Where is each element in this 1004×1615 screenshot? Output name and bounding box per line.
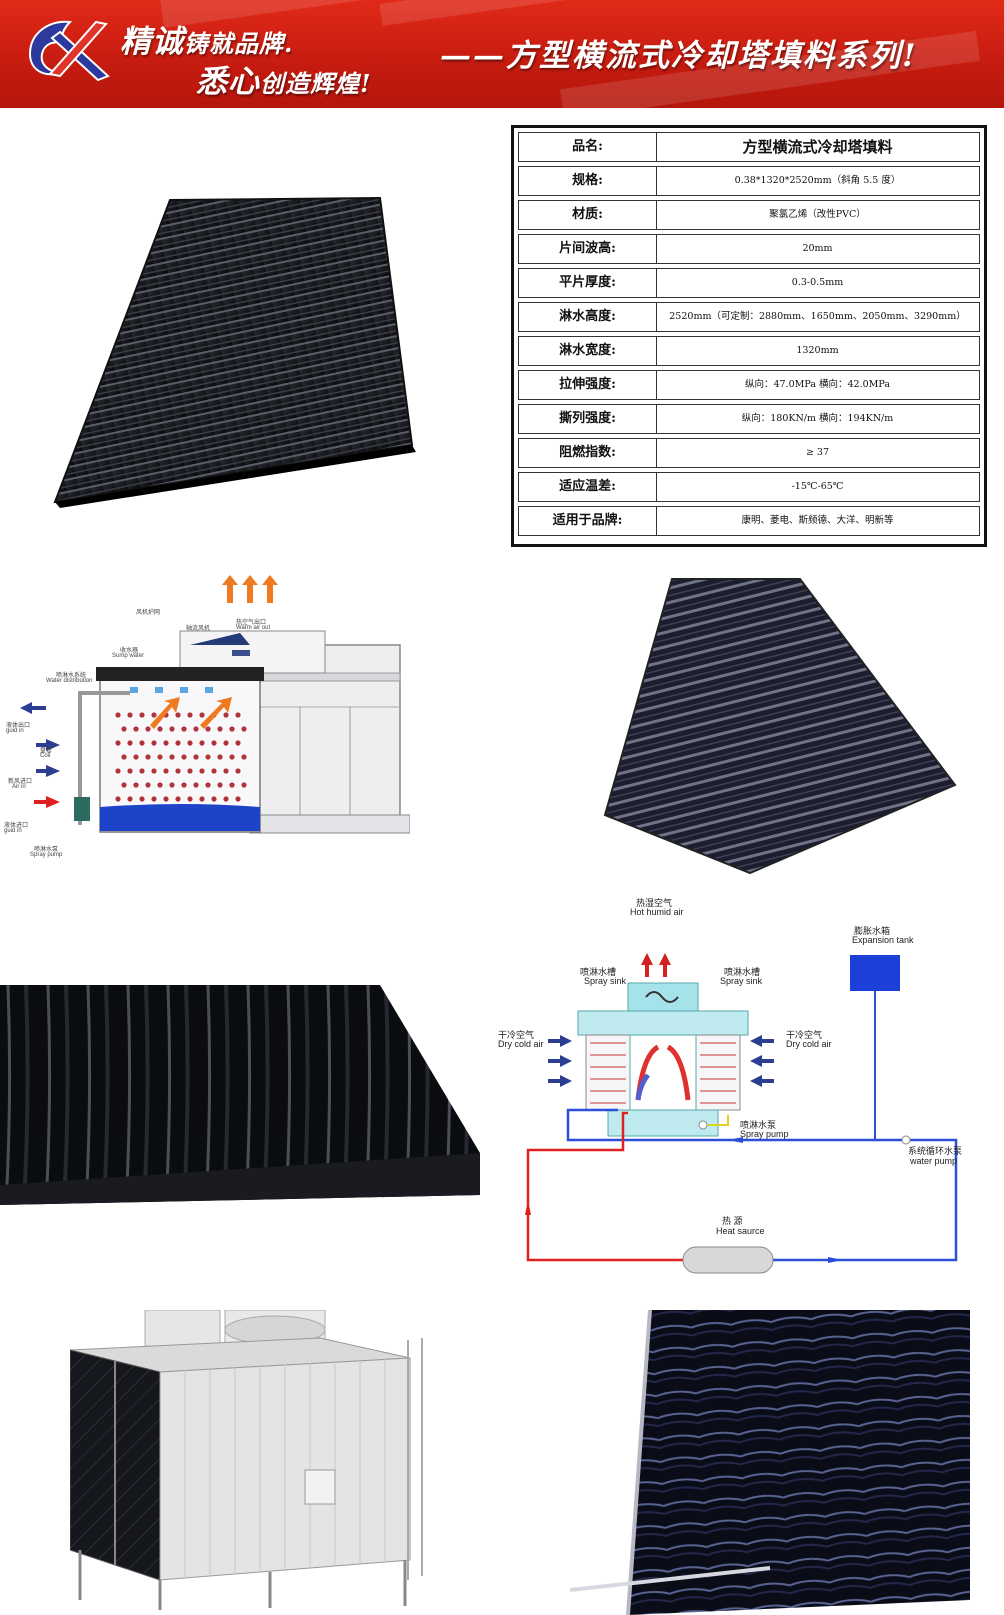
label-dry-air-right-en: Dry cold air bbox=[786, 1039, 832, 1049]
spec-key: 适应温差: bbox=[519, 473, 657, 501]
spec-value: 0.3-0.5mm bbox=[791, 277, 844, 288]
label-hot-air-en: Hot humid air bbox=[630, 907, 684, 917]
label-warm-air-cn: 热空气出口 bbox=[236, 620, 267, 626]
spec-row: 淋水宽度: 1320mm bbox=[518, 336, 980, 366]
label-fan: 轴流风机 bbox=[186, 626, 211, 632]
spec-value: 20mm bbox=[802, 243, 833, 254]
label-dry-air-left-cn: 干冷空气 bbox=[498, 1030, 535, 1040]
spec-value: 纵向：180KN/m 横向：194KN/m bbox=[741, 413, 894, 424]
label-fluid-out-cn: 液体出口 bbox=[6, 723, 31, 729]
fill-installed-closeup-photo bbox=[570, 1310, 970, 1615]
label-fan-guard: 风机护网 bbox=[136, 610, 161, 616]
spec-row: 适用于品牌: 康明、菱电、斯频德、大洋、明新等 bbox=[518, 506, 980, 536]
label-air-in-cn: 新风进口 bbox=[8, 779, 33, 785]
spec-row: 适应温差: -15℃-65℃ bbox=[518, 472, 980, 502]
spec-value: 方型横流式冷却塔填料 bbox=[742, 138, 893, 156]
label-spray-pump-en: Spray pump bbox=[740, 1129, 789, 1139]
spec-value: 聚氯乙烯（改性PVC） bbox=[769, 209, 866, 220]
spec-key: 撕列强度: bbox=[519, 405, 657, 433]
label-hot-air-cn: 热湿空气 bbox=[636, 898, 673, 908]
label-coil-en: Coil bbox=[40, 753, 51, 759]
label-sump-en: Sump water bbox=[112, 653, 145, 659]
brand-slogan-line1: 精诚铸就品牌. bbox=[120, 24, 294, 60]
spec-key: 规格: bbox=[519, 167, 657, 195]
label-sump-cn: 收水器 bbox=[120, 648, 139, 654]
label-spray-sink-right-cn: 喷淋水槽 bbox=[724, 967, 761, 977]
label-heat-source-cn: 热 源 bbox=[722, 1216, 743, 1226]
label-spray-sink-right-en: Spray sink bbox=[720, 976, 763, 986]
spec-key: 材质: bbox=[519, 201, 657, 229]
series-title: ——方型横流式冷却塔填料系列! bbox=[440, 38, 918, 74]
label-water-dist-en: Water distribution bbox=[46, 678, 93, 684]
spec-value: 纵向：47.0MPa 横向：42.0MPa bbox=[744, 379, 891, 390]
brand-slogan-line2: 悉心创造辉煌! bbox=[196, 64, 372, 100]
label-spray-sink-left-en: Spray sink bbox=[584, 976, 627, 986]
label-expansion-cn: 膨胀水箱 bbox=[854, 926, 891, 936]
spec-key: 淋水宽度: bbox=[519, 337, 657, 365]
spec-row: 淋水高度: 2520mm（可定制：2880mm、1650mm、2050mm、329… bbox=[518, 302, 980, 332]
spec-row: 规格: 0.38*1320*2520mm（斜角 5.5 度） bbox=[518, 166, 980, 196]
spec-key: 阻燃指数: bbox=[519, 439, 657, 467]
label-fluid-in-cn: 液体进口 bbox=[4, 823, 29, 829]
cooling-tower-3d-render bbox=[70, 1310, 423, 1610]
label-circ-pump-cn: 系统循环水泵 bbox=[908, 1146, 963, 1156]
fill-sheet-photo-2 bbox=[603, 578, 957, 875]
label-water-dist-cn: 喷淋水系统 bbox=[56, 673, 87, 679]
spec-row: 拉伸强度: 纵向：47.0MPa 横向：42.0MPa bbox=[518, 370, 980, 400]
label-air-in-en: Air in bbox=[12, 784, 26, 790]
closed-circuit-system-diagram bbox=[525, 953, 958, 1274]
header-banner bbox=[0, 0, 1004, 108]
spec-value: 0.38*1320*2520mm（斜角 5.5 度） bbox=[734, 175, 901, 186]
label-spray-pump-cn: 喷淋水泵 bbox=[740, 1120, 777, 1130]
label-pump-en: Spray pump bbox=[30, 852, 63, 858]
spec-row: 平片厚度: 0.3-0.5mm bbox=[518, 268, 980, 298]
spec-key: 品名: bbox=[519, 133, 657, 161]
spec-row: 片间波高: 20mm bbox=[518, 234, 980, 264]
spec-row: 品名: 方型横流式冷却塔填料 bbox=[518, 132, 980, 162]
label-fluid-out-en: guid in bbox=[6, 728, 24, 734]
fill-sheet-photo-1 bbox=[53, 196, 416, 508]
spec-value: 康明、菱电、斯频德、大洋、明新等 bbox=[741, 515, 894, 526]
label-dry-air-left-en: Dry cold air bbox=[498, 1039, 544, 1049]
spec-key: 平片厚度: bbox=[519, 269, 657, 297]
spec-key: 片间波高: bbox=[519, 235, 657, 263]
spec-value: -15℃-65℃ bbox=[791, 481, 844, 492]
label-heat-source-en: Heat saurce bbox=[716, 1226, 765, 1236]
spec-row: 材质: 聚氯乙烯（改性PVC） bbox=[518, 200, 980, 230]
spec-key: 拉伸强度: bbox=[519, 371, 657, 399]
spec-table: 品名: 方型横流式冷却塔填料 规格: 0.38*1320*2520mm（斜角 5.5… bbox=[511, 125, 987, 547]
spec-value: ≥ 37 bbox=[805, 447, 830, 458]
label-circ-pump-en: water pump bbox=[910, 1156, 958, 1166]
company-logo bbox=[28, 20, 110, 82]
label-coil-cn: 盘管 bbox=[40, 748, 53, 754]
label-spray-sink-left-cn: 喷淋水槽 bbox=[580, 967, 617, 977]
cooling-tower-section-diagram bbox=[20, 575, 410, 834]
label-expansion-en: Expansion tank bbox=[852, 935, 914, 945]
label-fluid-in-en: guid in bbox=[4, 828, 22, 834]
spec-key: 淋水高度: bbox=[519, 303, 657, 331]
spec-row: 撕列强度: 纵向：180KN/m 横向：194KN/m bbox=[518, 404, 980, 434]
spec-value: 2520mm（可定制：2880mm、1650mm、2050mm、3290mm） bbox=[669, 311, 966, 322]
label-warm-air-en: Warm air out bbox=[236, 625, 271, 631]
spec-value: 1320mm bbox=[796, 345, 839, 356]
spec-row: 阻燃指数: ≥ 37 bbox=[518, 438, 980, 468]
label-dry-air-right-cn: 干冷空气 bbox=[786, 1030, 823, 1040]
label-pump-cn: 喷淋水泵 bbox=[34, 847, 59, 853]
spec-key: 适用于品牌: bbox=[519, 507, 657, 535]
fill-sheet-photo-3 bbox=[0, 985, 480, 1205]
